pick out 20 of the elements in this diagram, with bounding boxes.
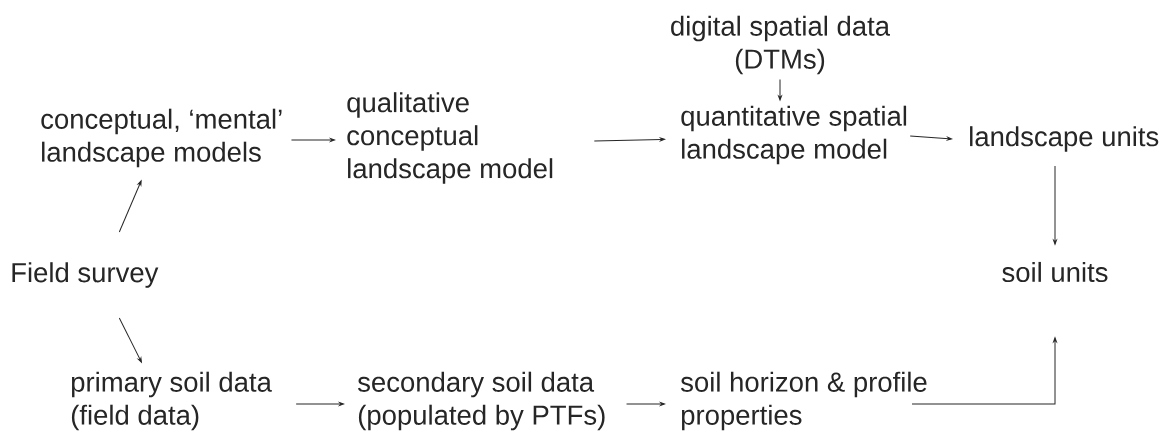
arrow: [909, 135, 953, 141]
arrow: [593, 137, 665, 142]
flow-text: soil units: [1002, 261, 1108, 283]
arrow: [1053, 165, 1057, 245]
arrow: [911, 337, 1057, 405]
flow-text: quantitative spatial landscape model: [681, 105, 907, 165]
flow-text: Field survey: [12, 262, 159, 288]
arrow: [295, 402, 344, 406]
arrow: [778, 79, 782, 101]
flow-text: landscape units: [970, 126, 1159, 152]
arrow: [290, 138, 335, 142]
arrow: [626, 402, 665, 406]
flow-text: soil horizon & profile properties: [680, 371, 927, 431]
flow-text: digital spatial data (DTMs): [671, 15, 890, 75]
flow-text: secondary soil data (populated by PTFs): [357, 371, 605, 431]
arrow: [118, 317, 142, 363]
arrow: [118, 180, 142, 233]
flow-text: conceptual, ‘mental’ landscape models: [41, 108, 282, 168]
flow-text: primary soil data (field data): [71, 371, 272, 431]
flow-text: qualitative conceptual landscape model: [347, 92, 553, 184]
